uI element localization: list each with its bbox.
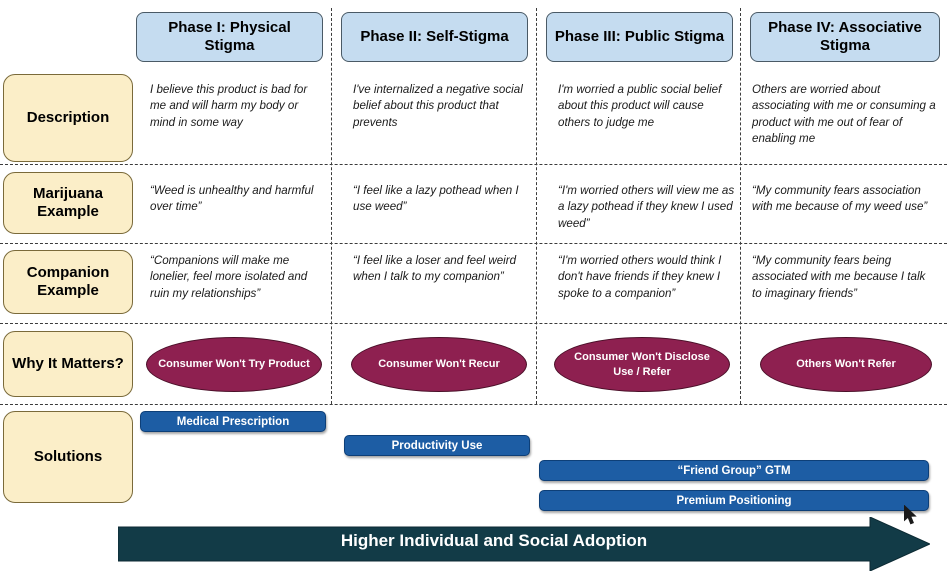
row-label-companion-example[interactable]: Companion Example	[3, 250, 133, 314]
adoption-arrow	[117, 516, 932, 572]
phase-header-4[interactable]: Phase IV: Associative Stigma	[750, 12, 940, 62]
row-label-solutions[interactable]: Solutions	[3, 411, 133, 503]
outcome-ellipse-phase3[interactable]: Consumer Won't Disclose Use / Refer	[554, 337, 730, 392]
cell-companion-phase3: “I'm worried others would think I don't …	[558, 254, 722, 300]
outcome-ellipse-phase2[interactable]: Consumer Won't Recur	[351, 337, 527, 392]
row-label-marijuana-example[interactable]: Marijuana Example	[3, 172, 133, 234]
row-divider-4	[0, 404, 947, 405]
outcome-ellipse-phase4[interactable]: Others Won't Refer	[760, 337, 932, 392]
phase-header-3[interactable]: Phase III: Public Stigma	[546, 12, 733, 62]
phase-header-2[interactable]: Phase II: Self-Stigma	[341, 12, 528, 62]
cell-companion-phase1: “Companions will make me lonelier, feel …	[150, 254, 308, 300]
cell-companion-phase2: “I feel like a loser and feel weird when…	[353, 254, 517, 284]
cell-description-phase2: I've internalized a negative social beli…	[353, 83, 523, 129]
cell-marijuana-phase2: “I feel like a lazy pothead when I use w…	[353, 184, 519, 214]
row-divider-2	[0, 243, 947, 244]
cell-marijuana-phase1: “Weed is unhealthy and harmful over time…	[150, 184, 314, 214]
row-label-why-it-matters[interactable]: Why It Matters?	[3, 331, 133, 397]
solution-bar-productivity-use[interactable]: Productivity Use	[344, 435, 530, 456]
row-divider-1	[0, 164, 947, 165]
phase-header-1[interactable]: Phase I: Physical Stigma	[136, 12, 323, 62]
row-divider-3	[0, 323, 947, 324]
cell-description-phase3: I'm worried a public social belief about…	[558, 83, 722, 129]
cell-companion-phase4: “My community fears being associated wit…	[752, 254, 926, 300]
solution-bar-medical-prescription[interactable]: Medical Prescription	[140, 411, 326, 432]
solution-bar-premium-positioning[interactable]: Premium Positioning	[539, 490, 929, 511]
cell-marijuana-phase4: “My community fears association with me …	[752, 184, 928, 214]
outcome-ellipse-phase1[interactable]: Consumer Won't Try Product	[146, 337, 322, 392]
cell-description-phase4: Others are worried about associating wit…	[752, 83, 936, 146]
column-divider-1	[331, 8, 332, 404]
row-label-description[interactable]: Description	[3, 74, 133, 162]
solution-bar-friend-group-gtm[interactable]: “Friend Group” GTM	[539, 460, 929, 481]
cell-description-phase1: I believe this product is bad for me and…	[150, 83, 308, 129]
adoption-arrow-shape	[117, 516, 932, 572]
cell-marijuana-phase3: “I'm worried others will view me as a la…	[558, 184, 735, 230]
column-divider-2	[536, 8, 537, 404]
column-divider-3	[740, 8, 741, 404]
